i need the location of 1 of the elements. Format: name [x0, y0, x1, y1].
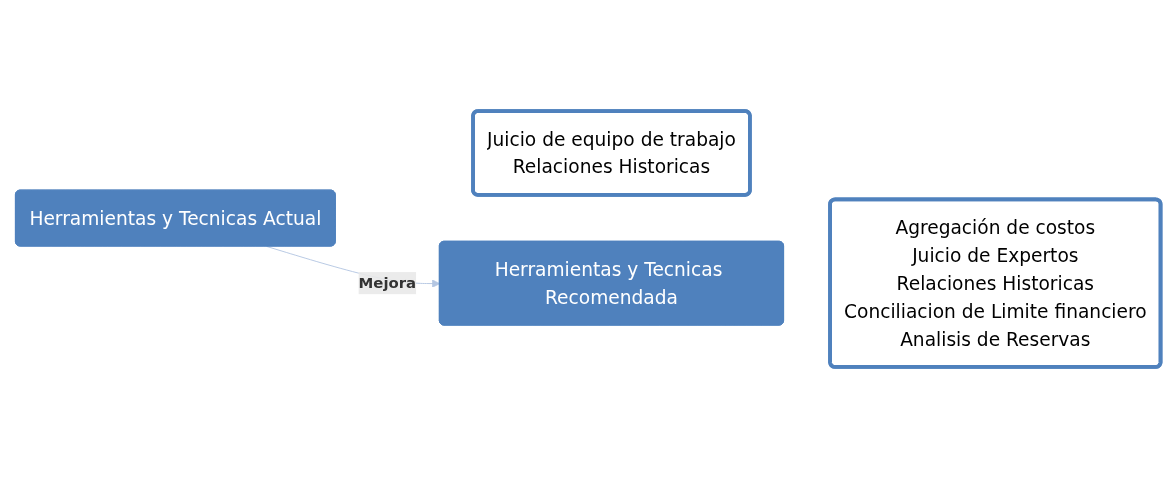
edge-label: Mejora	[358, 273, 417, 292]
